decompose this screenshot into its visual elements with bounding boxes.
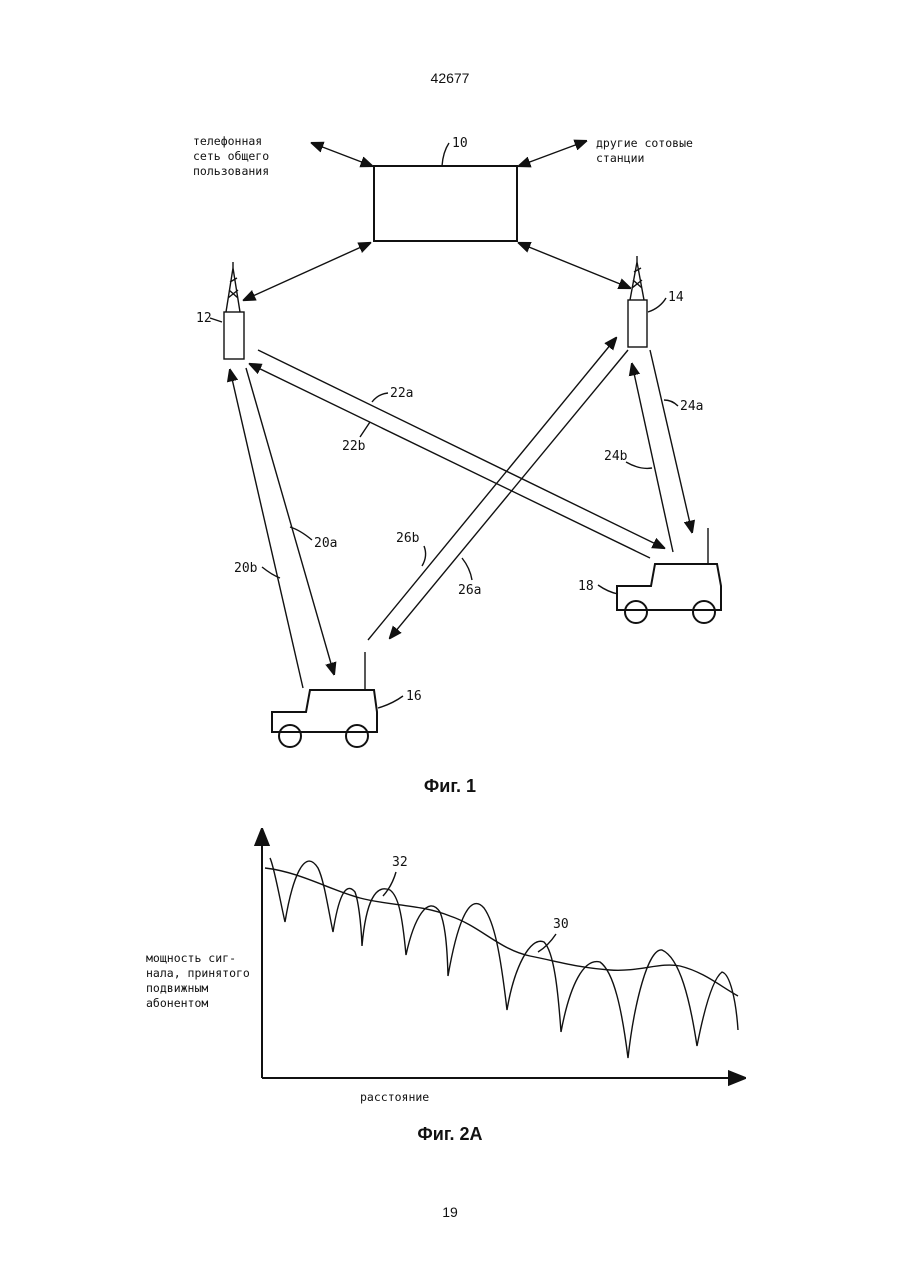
reverse-link-24b bbox=[632, 364, 673, 552]
ref-10-leader bbox=[442, 143, 449, 166]
ref-26b: 26b bbox=[396, 531, 420, 546]
ref-22b: 22b bbox=[342, 439, 366, 454]
y-axis-label-line-4: абонентом bbox=[146, 996, 208, 1010]
ref-12: 12 bbox=[196, 311, 212, 326]
forward-link-20a bbox=[246, 368, 334, 674]
pstn-link-arrow bbox=[312, 143, 372, 166]
pstn-label-line-1: телефонная bbox=[193, 134, 262, 148]
mobile-unit-16-icon bbox=[272, 652, 377, 747]
figure-2a: мощность сиг- нала, принятого подвижным … bbox=[146, 830, 744, 1104]
slow-fading-curve-30 bbox=[265, 868, 738, 996]
ref-24b: 24b bbox=[604, 449, 628, 464]
mobile-unit-18-icon bbox=[617, 528, 721, 623]
ref-14: 14 bbox=[668, 290, 684, 305]
system-controller-box bbox=[374, 166, 517, 241]
base-station-12-icon bbox=[224, 262, 244, 359]
reverse-link-26b bbox=[368, 338, 616, 640]
page-footer-number: 19 bbox=[0, 1204, 900, 1220]
base-station-14-icon bbox=[628, 256, 647, 347]
other-stations-link-arrow bbox=[519, 141, 586, 166]
figure-1: телефонная сеть общего пользования други… bbox=[193, 134, 721, 747]
ref-18: 18 bbox=[578, 579, 594, 594]
reverse-link-22b bbox=[250, 364, 650, 558]
forward-link-26a bbox=[390, 350, 628, 638]
y-axis-label-line-1: мощность сиг- bbox=[146, 951, 236, 965]
other-stations-label-line-2: станции bbox=[596, 151, 644, 165]
controller-to-station-12-link bbox=[244, 243, 370, 300]
fast-fading-curve-32 bbox=[270, 858, 738, 1058]
ref-26a: 26a bbox=[458, 583, 481, 598]
other-stations-label-line-1: другие сотовые bbox=[596, 136, 693, 150]
controller-to-station-14-link bbox=[519, 243, 630, 288]
forward-link-24a bbox=[650, 350, 692, 532]
ref-20b: 20b bbox=[234, 561, 258, 576]
ref-10: 10 bbox=[452, 136, 468, 151]
figure-1-caption: Фиг. 1 bbox=[0, 776, 900, 797]
ref-22a: 22a bbox=[390, 386, 413, 401]
x-axis-label: расстояние bbox=[360, 1090, 429, 1104]
pstn-label-line-2: сеть общего bbox=[193, 149, 269, 163]
ref-32: 32 bbox=[392, 855, 408, 870]
figure-2a-caption: Фиг. 2А bbox=[0, 1124, 900, 1145]
y-axis-label-line-3: подвижным bbox=[146, 981, 208, 995]
ref-30: 30 bbox=[553, 917, 569, 932]
pstn-label-line-3: пользования bbox=[193, 164, 269, 178]
ref-24a: 24a bbox=[680, 399, 703, 414]
ref-16: 16 bbox=[406, 689, 422, 704]
ref-20a: 20a bbox=[314, 536, 337, 551]
y-axis-label-line-2: нала, принятого bbox=[146, 966, 250, 980]
